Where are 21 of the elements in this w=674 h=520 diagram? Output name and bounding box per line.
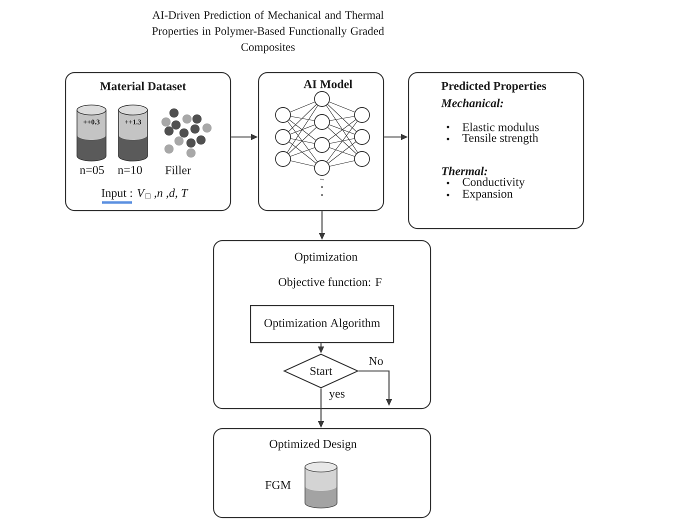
list-item: Tensile strength <box>462 134 538 144</box>
label: Filler <box>165 166 191 174</box>
list-item: Conductivity <box>462 178 525 188</box>
heading: Optimization <box>294 252 358 264</box>
text: Objective function: F <box>278 278 382 288</box>
heading: Material Dataset <box>100 82 186 90</box>
heading: Predicted Properties <box>441 82 546 92</box>
title: AI-Driven Prediction of Mechanical and Thermal Properties in Polymer-Based Functionally Graded Composites <box>152 10 384 54</box>
label: n=05 <box>80 166 104 174</box>
subheading: Thermal: <box>442 166 488 176</box>
heading: AI Model <box>304 80 352 88</box>
input-label: Input : V$_{□}$ ,n ,d, T <box>102 188 188 200</box>
list-item: Expansion <box>462 190 513 200</box>
list-item: Elastic modulus <box>462 122 539 132</box>
subheading: Mechanical: <box>441 98 504 108</box>
label: n=10 <box>118 166 142 174</box>
edge-label: yes <box>328 390 346 402</box>
label: FGM <box>265 480 291 490</box>
heading: Optimized Design <box>270 440 357 450</box>
process-box: Optimization Algorithm <box>250 305 394 344</box>
edge-label: No <box>368 356 384 366</box>
